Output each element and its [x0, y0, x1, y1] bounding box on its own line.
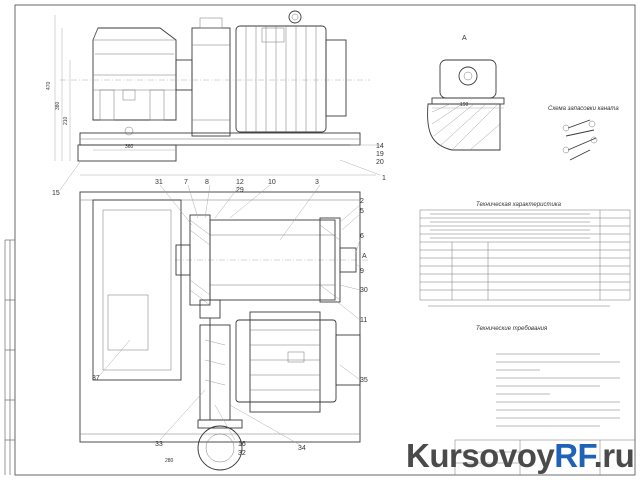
balloon-11: 11	[360, 317, 367, 324]
tech-req-title: Технические требования	[476, 326, 548, 332]
balloon-12: 12	[236, 179, 244, 186]
dim-bottom-width: 280	[165, 458, 174, 464]
balloon-7: 7	[184, 179, 188, 186]
balloon-6: 6	[360, 233, 364, 240]
dim-base-width: 360	[125, 144, 134, 150]
balloon-31: 31	[155, 179, 163, 186]
balloon-16: 16	[238, 441, 246, 448]
dim-mid-height: 380	[55, 101, 61, 110]
tech-spec-title: Техническая характеристика	[476, 202, 562, 208]
balloons-plan	[99, 184, 361, 446]
left-stamp-strip	[4, 239, 15, 475]
balloon-9: 9	[360, 268, 364, 275]
balloon-3: 3	[315, 179, 319, 186]
balloon-20-top: 20	[376, 159, 384, 166]
dim-overall-height: 470	[46, 81, 52, 90]
section-arrow-a: А	[362, 253, 367, 260]
front-elevation	[54, 10, 376, 176]
watermark-brand-left: Kursovoy	[406, 437, 555, 474]
cable-scheme-title: Схема запасовки каната	[548, 106, 619, 112]
dim-low-height: 210	[63, 116, 69, 125]
balloon-5: 5	[360, 208, 364, 215]
tech-requirements-text	[496, 353, 620, 427]
watermark-logo: KursovoyRF.ru	[406, 436, 636, 476]
plan-view	[79, 191, 370, 471]
balloon-19-top: 19	[376, 151, 384, 158]
cable-scheme	[562, 119, 598, 161]
balloon-8: 8	[205, 179, 209, 186]
balloon-2: 2	[360, 198, 364, 205]
dim-section-width: 190	[460, 102, 469, 108]
balloons-top	[59, 144, 381, 191]
sheet-frame	[14, 4, 636, 476]
watermark-brand-tld: .ru	[593, 437, 635, 474]
balloon-33: 33	[155, 441, 163, 448]
title-block	[454, 439, 636, 476]
view-a-title: A	[462, 35, 467, 42]
tech-spec-table	[419, 209, 631, 307]
balloon-15: 15	[52, 190, 60, 197]
balloon-34: 34	[298, 445, 306, 452]
view-a-section	[427, 59, 505, 151]
balloon-35: 35	[360, 377, 368, 384]
watermark-brand-accent: RF	[554, 437, 594, 474]
balloon-14: 14	[376, 143, 384, 150]
balloon-30: 30	[360, 287, 368, 294]
balloon-29: 29	[236, 187, 244, 194]
balloon-10: 10	[268, 179, 276, 186]
balloon-37: 37	[92, 375, 100, 382]
balloon-32: 32	[238, 450, 246, 457]
balloon-1: 1	[382, 175, 386, 182]
